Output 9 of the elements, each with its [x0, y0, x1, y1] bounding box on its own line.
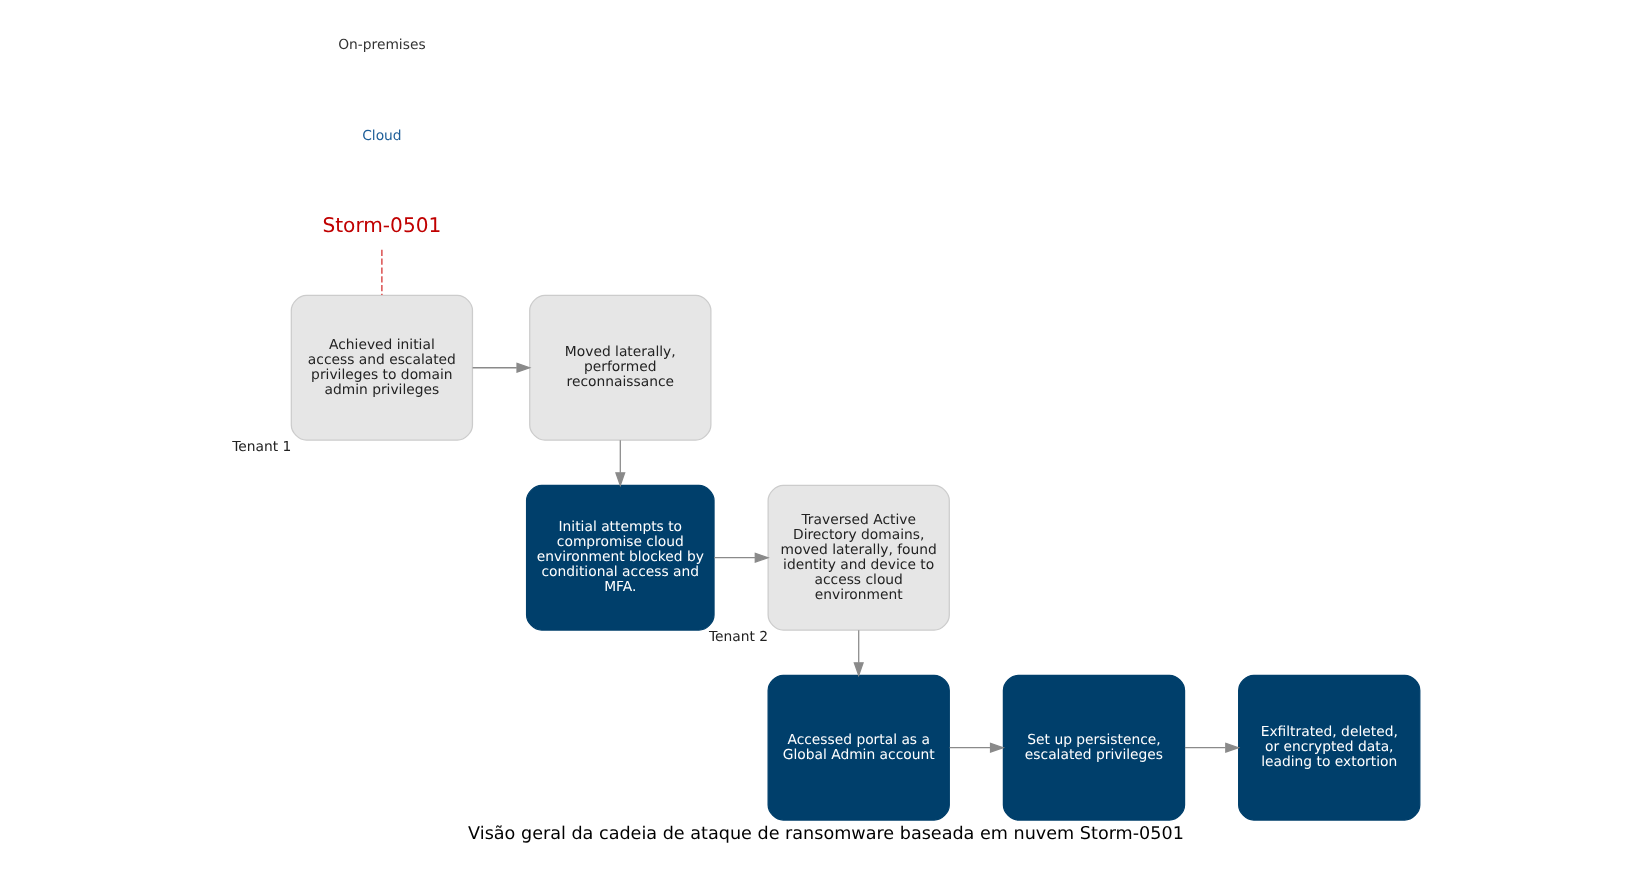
connector [380, 248, 382, 295]
arrow [852, 628, 863, 677]
arrow [1183, 741, 1240, 752]
node-text: Storm-0501 [321, 214, 441, 237]
arrow [712, 551, 769, 562]
arrow [614, 438, 625, 487]
arrow [471, 361, 531, 373]
caption: Visão geral da cadeia de ataque de ransomware baseada em nuvem Storm-0501 [467, 824, 1183, 845]
arrow [948, 741, 1004, 752]
